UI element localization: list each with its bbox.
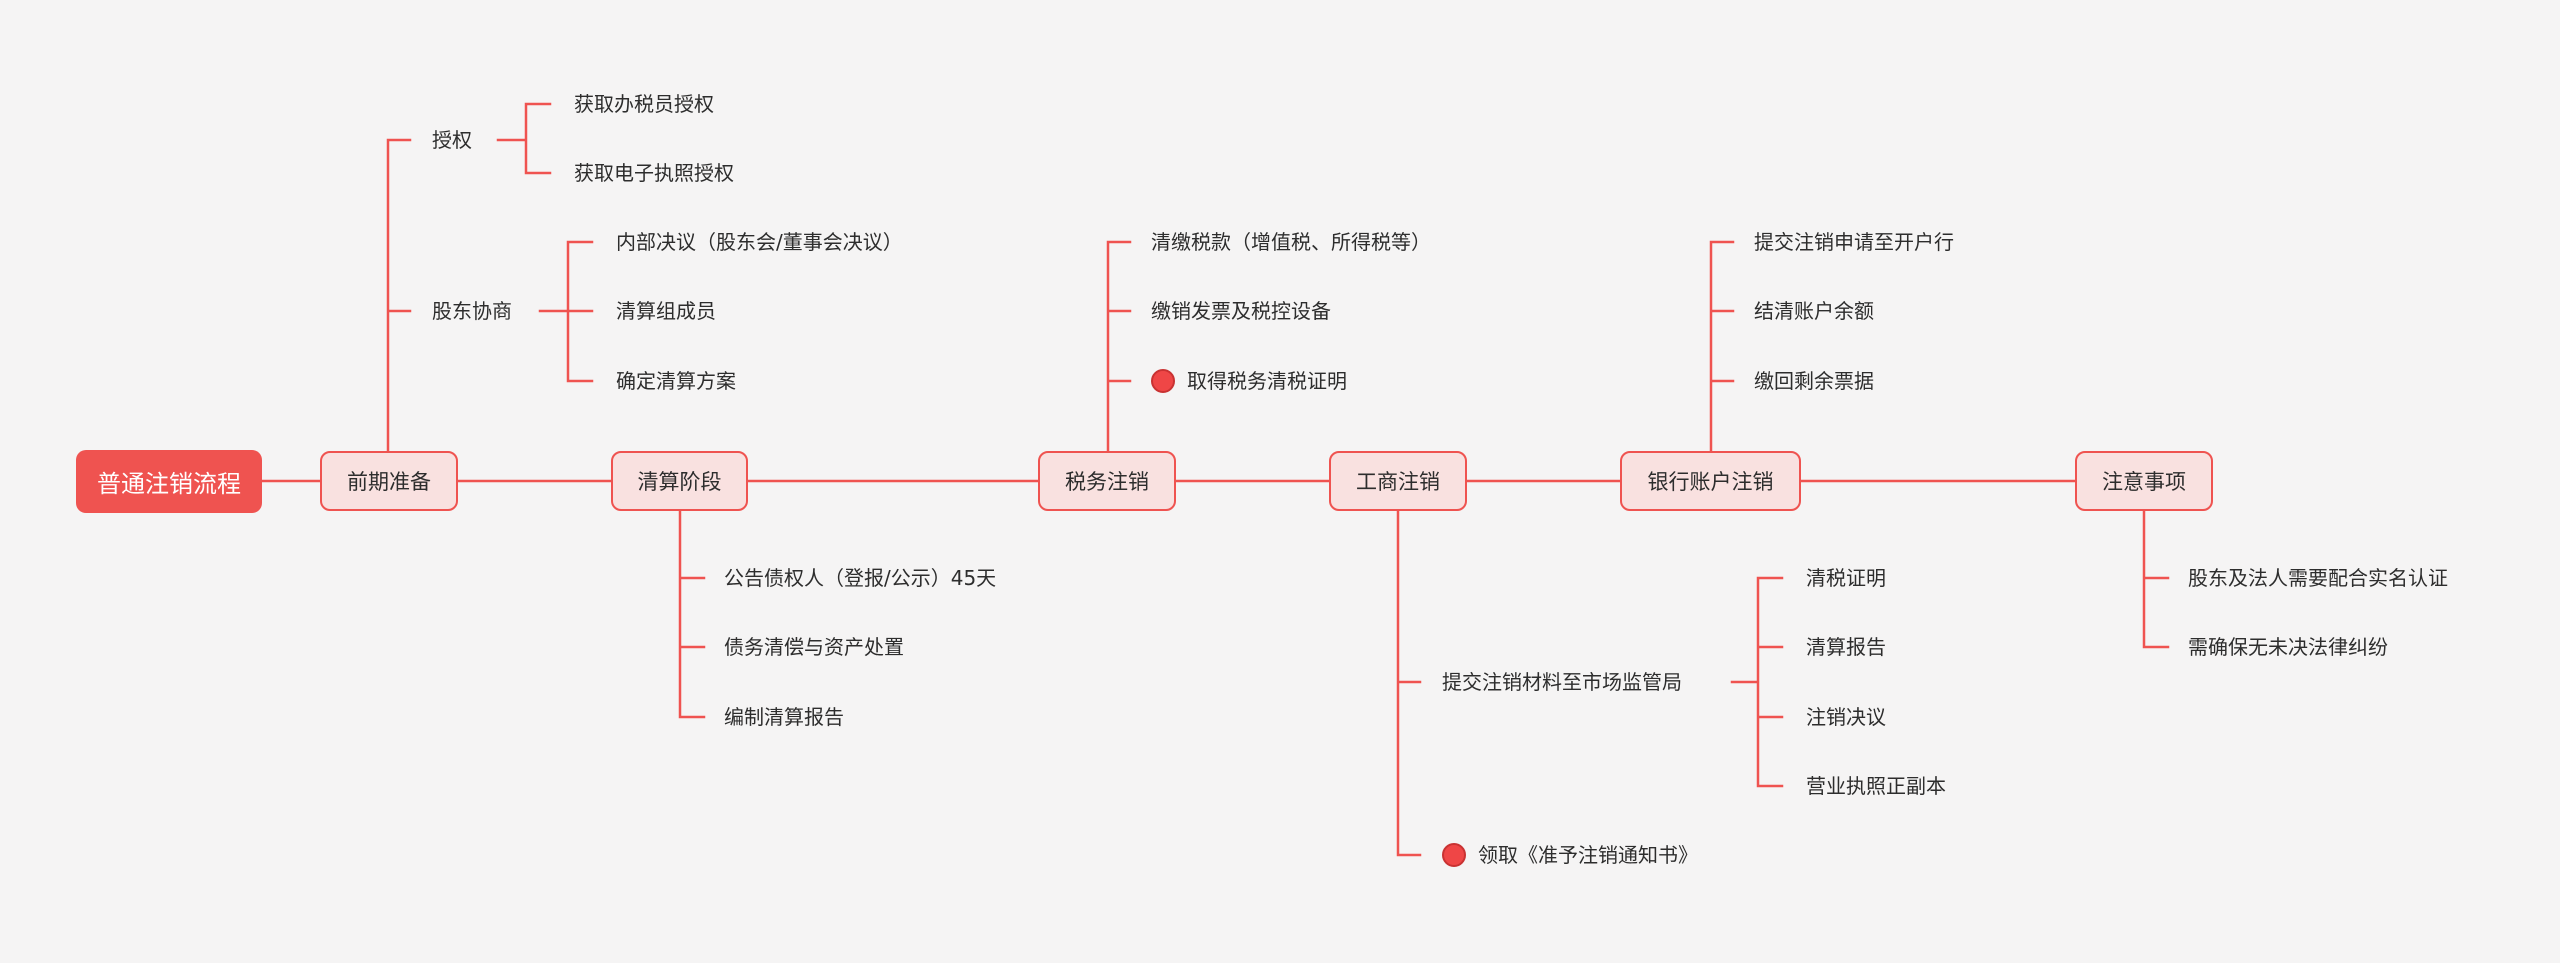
stage-notes-label: 注意事项 (2102, 470, 2186, 494)
liquidation-connector (678, 509, 706, 719)
auth-connector (496, 102, 552, 175)
stage-tax[interactable]: 税务注销 (1038, 451, 1176, 511)
stage-notes[interactable]: 注意事项 (2075, 451, 2213, 511)
group-shareholders[interactable]: 股东协商 (432, 297, 512, 325)
business-connector (1396, 509, 1422, 857)
stage-prep-label: 前期准备 (347, 470, 431, 494)
list-item[interactable]: 内部决议（股东会/董事会决议） (616, 230, 903, 254)
group-auth-label: 授权 (432, 128, 472, 152)
tax-connector (1106, 240, 1132, 453)
list-item[interactable]: 需确保无未决法律纠纷 (2188, 635, 2388, 659)
list-item[interactable]: 公告债权人（登报/公示）45天 (724, 566, 997, 590)
list-item[interactable]: 清算组成员 (616, 299, 716, 323)
stage-liquidation-label: 清算阶段 (637, 470, 722, 494)
root-node[interactable]: 普通注销流程 (76, 450, 262, 513)
stage-business-label: 工商注销 (1356, 470, 1440, 494)
list-item[interactable]: 注销决议 (1806, 705, 1886, 729)
stage-bank-label: 银行账户注销 (1647, 470, 1774, 494)
list-item[interactable]: 获取电子执照授权 (574, 161, 734, 185)
prep-connector (386, 138, 412, 453)
list-item[interactable]: 清缴税款（增值税、所得税等） (1151, 230, 1431, 254)
root-label: 普通注销流程 (97, 470, 241, 498)
stage-bank[interactable]: 银行账户注销 (1620, 451, 1801, 511)
list-item[interactable]: 清算报告 (1806, 635, 1886, 659)
list-item[interactable]: 股东及法人需要配合实名认证 (2188, 566, 2448, 590)
stage-tax-label: 税务注销 (1065, 470, 1149, 494)
list-item[interactable]: 清税证明 (1806, 566, 1886, 590)
list-item[interactable]: 提交注销申请至开户行 (1754, 230, 1954, 254)
bank-connector (1709, 240, 1735, 453)
stage-prep[interactable]: 前期准备 (320, 451, 458, 511)
business-submit-connector (1730, 576, 1784, 788)
red-dot-marker-icon (1442, 843, 1466, 867)
notes-connector (2142, 509, 2170, 649)
list-item[interactable]: 取得税务清税证明 (1151, 367, 1347, 395)
stage-business[interactable]: 工商注销 (1329, 451, 1467, 511)
list-item[interactable]: 缴销发票及税控设备 (1151, 299, 1331, 323)
list-item[interactable]: 编制清算报告 (724, 705, 844, 729)
list-item[interactable]: 获取办税员授权 (574, 92, 714, 116)
group-shareholders-label: 股东协商 (432, 299, 512, 323)
list-item[interactable]: 债务清偿与资产处置 (724, 635, 904, 659)
list-item[interactable]: 营业执照正副本 (1806, 774, 1946, 798)
red-dot-marker-icon (1151, 369, 1175, 393)
shareholders-connector (538, 240, 594, 383)
business-final[interactable]: 领取《准予注销通知书》 (1442, 841, 1698, 869)
group-auth[interactable]: 授权 (432, 126, 472, 154)
business-submit[interactable]: 提交注销材料至市场监管局 (1442, 670, 1682, 694)
stage-liquidation[interactable]: 清算阶段 (611, 451, 748, 511)
list-item[interactable]: 结清账户余额 (1754, 299, 1874, 323)
list-item[interactable]: 缴回剩余票据 (1754, 369, 1874, 393)
list-item[interactable]: 确定清算方案 (616, 369, 736, 393)
